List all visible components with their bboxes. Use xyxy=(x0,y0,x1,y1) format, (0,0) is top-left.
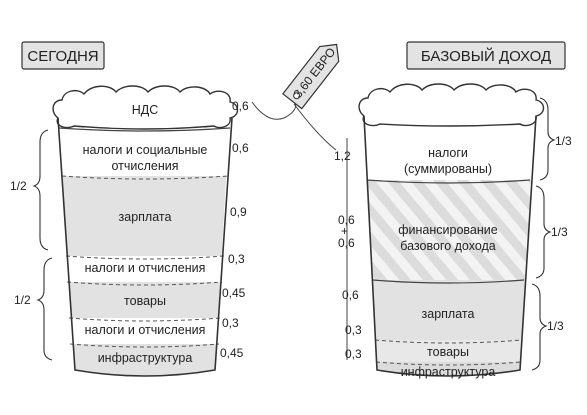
left-seg-label-1: зарплата xyxy=(119,210,172,224)
left-fraction-upper: 1/2 xyxy=(10,179,27,193)
right-fraction-2: 1/3 xyxy=(551,225,568,239)
right-title-tag: БАЗОВЫЙ ДОХОД xyxy=(406,41,566,70)
right-seg-goods xyxy=(362,340,535,362)
right-seg-label-1b: базового дохода xyxy=(400,239,496,253)
left-seg-label-3: товары xyxy=(124,294,166,308)
right-brace-2 xyxy=(535,185,552,279)
right-fraction-3: 1/3 xyxy=(547,319,564,333)
left-val-5: 0,45 xyxy=(220,346,244,360)
left-seg-taxes-2 xyxy=(58,318,230,344)
right-val-4: 0,3 xyxy=(345,347,362,361)
right-val-2: 0,6 xyxy=(342,288,359,302)
right-seg-label-4: инфраструктура xyxy=(401,365,496,379)
right-val-3: 0,3 xyxy=(345,323,362,337)
right-seg-label-0a: налоги xyxy=(428,146,468,160)
right-seg-label-2: зарплата xyxy=(422,307,475,321)
left-top-value: 0,6 xyxy=(232,99,249,113)
right-seg-label-0b: (суммированы) xyxy=(404,162,492,176)
left-seg-label-5: инфраструктура xyxy=(98,351,193,365)
left-title: СЕГОДНЯ xyxy=(27,48,98,65)
right-seg-label-3: товары xyxy=(427,345,469,359)
left-top-label: НДС xyxy=(132,103,159,117)
right-seg-label-1a: финансирование xyxy=(398,223,497,237)
left-val-3: 0,45 xyxy=(222,286,246,300)
right-seg-infrastructure xyxy=(362,362,535,376)
left-seg-taxes-1 xyxy=(58,256,230,282)
right-brace-1 xyxy=(539,97,556,181)
right-val-1-plus: + xyxy=(341,224,348,238)
right-brace-3 xyxy=(531,283,548,371)
left-title-tag: СЕГОДНЯ xyxy=(21,41,105,70)
left-fraction-lower: 1/2 xyxy=(14,293,31,307)
left-val-0: 0,6 xyxy=(232,141,249,155)
right-val-1b: 0,6 xyxy=(338,236,355,250)
left-seg-salary xyxy=(58,176,230,256)
left-val-1: 0,9 xyxy=(230,205,247,219)
left-seg-infrastructure xyxy=(58,344,230,376)
left-seg-goods xyxy=(58,282,230,318)
left-foam xyxy=(52,85,239,130)
right-val-0: 1,2 xyxy=(334,149,351,163)
left-seg-label-0a: налоги и социальные xyxy=(83,143,208,157)
left-brace-lower xyxy=(36,257,53,361)
left-val-4: 0,3 xyxy=(222,316,239,330)
price-tag: 3,60 ЕВРО xyxy=(251,43,340,151)
left-brace-upper xyxy=(32,129,49,251)
right-seg-basic-income xyxy=(362,180,535,280)
right-fraction-1: 1/3 xyxy=(555,134,572,148)
left-cup: СЕГОДНЯ НДС налоги и социальные отчислен… xyxy=(10,41,249,377)
left-val-2: 0,3 xyxy=(228,252,245,266)
left-seg-label-2: налоги и отчисления xyxy=(85,261,206,275)
right-seg-salary xyxy=(362,280,535,340)
right-title: БАЗОВЫЙ ДОХОД xyxy=(421,47,551,65)
right-cup: БАЗОВЫЙ ДОХОД налоги (суммированы) финан… xyxy=(334,41,572,379)
left-seg-taxes-social xyxy=(58,128,230,176)
right-val-1a: 0,6 xyxy=(338,213,355,227)
left-seg-label-4: налоги и отчисления xyxy=(85,323,206,337)
left-seg-label-0b: отчисления xyxy=(111,159,178,173)
right-foam xyxy=(358,83,545,127)
